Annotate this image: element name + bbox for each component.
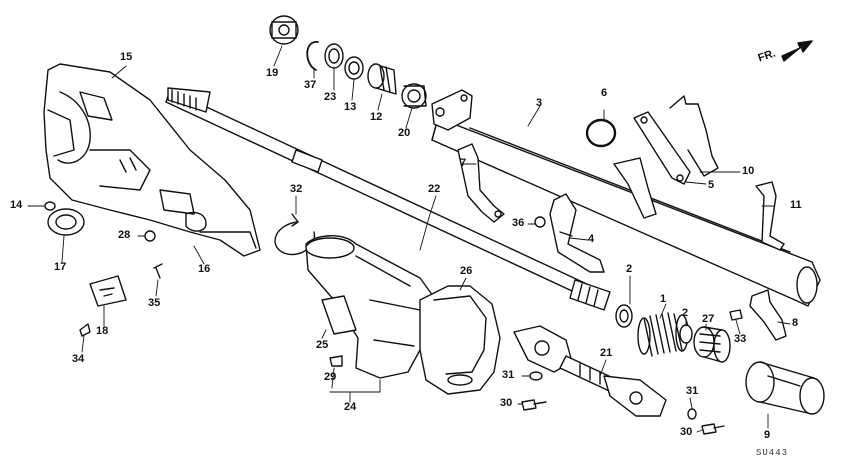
- bushing-ring: [47, 208, 85, 236]
- callout-10: 10: [742, 165, 755, 177]
- callout-29: 29: [324, 371, 337, 383]
- callout-36: 36: [512, 217, 525, 229]
- bolt-33: [729, 309, 743, 321]
- callout-23: 23: [324, 91, 337, 103]
- washer-2b: [679, 324, 693, 344]
- callout-25: 25: [316, 339, 329, 351]
- bearing-12: [367, 63, 397, 95]
- callout-14: 14: [10, 199, 23, 211]
- callout-12: 12: [370, 111, 383, 123]
- callout-3: 3: [536, 97, 543, 109]
- callout-13: 13: [344, 101, 357, 113]
- steering-shaft: [165, 87, 611, 311]
- callout-32: 32: [290, 183, 303, 195]
- callout-24: 24: [344, 401, 357, 413]
- bolt-30a: [521, 399, 547, 411]
- callout-1: 1: [660, 293, 667, 305]
- ring-6: [585, 118, 617, 148]
- callout-19: 19: [266, 67, 279, 79]
- leader-lines: [27, 45, 791, 433]
- lock-collar-19: [269, 15, 299, 45]
- callout-37: 37: [304, 79, 317, 91]
- callout-27: 27: [702, 313, 715, 325]
- bracket-7: [457, 143, 505, 223]
- callout-26: 26: [460, 265, 473, 277]
- callout-4: 4: [588, 233, 595, 245]
- washer-23: [324, 43, 344, 69]
- tilt-lever-5: [633, 111, 691, 185]
- clip-28: [144, 230, 156, 242]
- column-boot: [305, 235, 437, 379]
- callout-6: 6: [601, 87, 608, 99]
- callout-2a: 2: [626, 263, 633, 275]
- contact-plate: [89, 275, 127, 307]
- callout-31a: 31: [502, 369, 515, 381]
- callout-20: 20: [398, 127, 411, 139]
- small-cap: [44, 201, 56, 211]
- retainer-25: [321, 295, 357, 335]
- callout-17: 17: [54, 261, 67, 273]
- bolt-30b: [701, 423, 725, 435]
- callout-34: 34: [72, 353, 85, 365]
- callout-30b: 30: [680, 426, 693, 438]
- callout-35: 35: [148, 297, 161, 309]
- tilt-spring-10: [669, 95, 719, 177]
- bushing-13: [344, 56, 364, 80]
- screw-34: [79, 323, 91, 337]
- callout-22: 22: [428, 183, 441, 195]
- nut-31a: [529, 371, 543, 381]
- sleeve-9: [745, 361, 825, 415]
- bracket-8: [749, 289, 787, 341]
- nut-31b: [687, 408, 697, 420]
- callout-15: 15: [120, 51, 133, 63]
- tilt-lever-4: [549, 193, 605, 273]
- tube-upper-bracket: [431, 89, 473, 131]
- callout-9: 9: [764, 429, 771, 441]
- tube-side-plate: [613, 157, 657, 219]
- drawing-code: SU443: [756, 448, 789, 458]
- lower-cover-26: [419, 285, 501, 395]
- washer-2a: [615, 304, 633, 328]
- callout-16: 16: [198, 263, 211, 275]
- screw-35: [153, 263, 163, 279]
- front-direction-arrow: [781, 40, 813, 62]
- column-tube: [431, 117, 821, 307]
- callout-28: 28: [118, 229, 131, 241]
- bearing-holder-20: [401, 83, 427, 109]
- snap-ring-37: [306, 41, 319, 71]
- callout-2b: 2: [682, 307, 689, 319]
- clip-29: [329, 355, 343, 367]
- collar-27: [693, 326, 731, 363]
- bracket-11: [755, 181, 785, 251]
- callout-18: 18: [96, 325, 109, 337]
- nut-36: [534, 216, 546, 228]
- callout-7: 7: [460, 157, 467, 169]
- universal-joint-shaft: [513, 325, 667, 417]
- callout-5: 5: [708, 179, 715, 191]
- callout-33: 33: [734, 333, 747, 345]
- callout-8: 8: [792, 317, 799, 329]
- callout-31b: 31: [686, 385, 699, 397]
- callout-21: 21: [600, 347, 613, 359]
- upper-column-cover: [43, 63, 261, 257]
- callout-11: 11: [790, 199, 802, 211]
- callout-30a: 30: [500, 397, 513, 409]
